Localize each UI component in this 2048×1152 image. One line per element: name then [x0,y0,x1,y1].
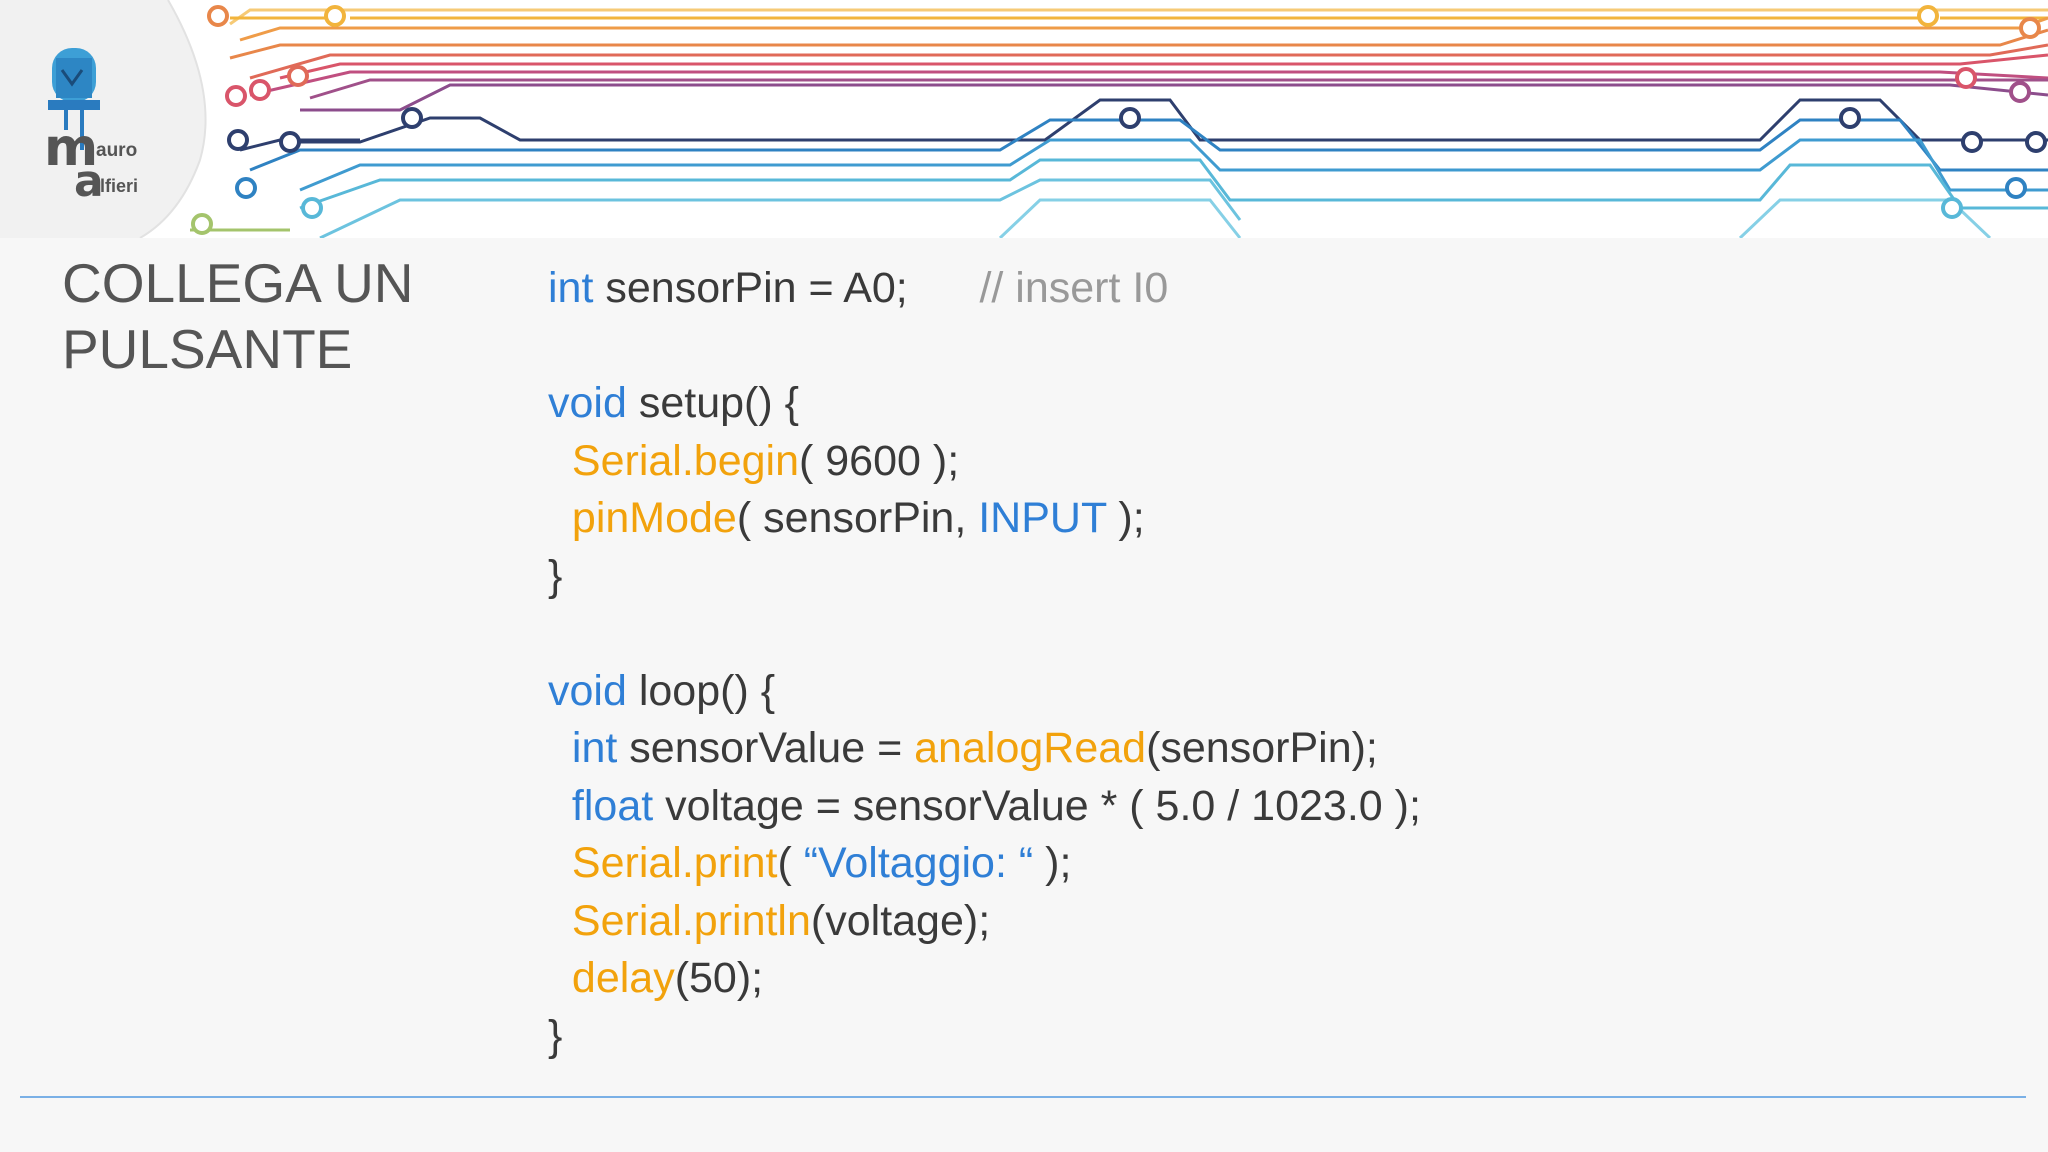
logo-disc [0,0,207,238]
code-line: pinMode( sensorPin, INPUT ); [548,490,1421,548]
code-line: int sensorPin = A0; // insert I0 [548,260,1421,318]
code-token: ( 9600 ); [799,436,960,485]
code-token [548,954,572,1002]
code-token [548,437,572,485]
code-token: ); [1033,839,1072,887]
code-line: int sensorValue = analogRead(sensorPin); [548,720,1421,778]
code-token: int [571,724,618,772]
code-token: sensorValue = [617,724,915,772]
circuit-banner [0,0,2048,238]
code-token [548,724,572,772]
logo-text-lfieri: lfieri [100,176,139,196]
code-token: float [571,781,654,830]
logo-letter-a: a [74,156,104,207]
code-line: void setup() { [548,375,1421,433]
logo: m auro a lfieri [0,0,220,238]
code-token: void [548,379,627,427]
code-token: “Voltaggio: “ [803,839,1034,887]
code-line: } [548,1008,1421,1066]
code-token: loop() { [626,666,776,715]
code-token: sensorPin = A0; [593,264,980,312]
code-token [548,782,572,830]
code-token [548,839,572,887]
code-token: delay [571,954,675,1002]
slide-title: COLLEGA UN PULSANTE [62,252,414,380]
divider [20,1096,2026,1098]
code-token: int [548,264,594,312]
code-line: void loop() { [548,663,1421,721]
logo-letter-m: m [44,118,98,178]
code-line: delay(50); [548,950,1421,1008]
code-token [548,897,572,945]
code-line [548,318,1421,376]
code-token: INPUT [978,494,1107,542]
led-icon [48,48,100,150]
code-token: ); [1106,494,1145,542]
code-token: (50); [674,954,764,1002]
code-token: ( sensorPin, [736,494,979,542]
code-token: (voltage); [810,896,991,945]
code-token: void [548,666,627,715]
code-token: setup() { [626,379,799,427]
code-token: ( [777,839,804,887]
code-line: float voltage = sensorValue * ( 5.0 / 10… [548,778,1421,836]
code-token: voltage = sensorValue * ( 5.0 / 1023.0 )… [653,781,1421,830]
code-token [548,494,572,542]
code-token: Serial.println [571,896,811,945]
code-line [548,605,1421,663]
code-token: } [548,1011,563,1060]
code-line: Serial.begin( 9600 ); [548,433,1421,491]
code-line: Serial.print( “Voltaggio: “ ); [548,835,1421,893]
code-token: } [548,551,563,600]
code-token: analogRead [914,724,1147,772]
code-block: int sensorPin = A0; // insert I0 void set… [548,260,1421,1065]
code-line: } [548,548,1421,606]
logo-text-auro: auro [96,140,138,161]
code-token: Serial.print [571,839,778,887]
code-token: Serial.begin [571,436,799,485]
code-line: Serial.println(voltage); [548,893,1421,951]
code-token: pinMode [571,494,737,542]
code-token: // insert I0 [979,264,1169,312]
code-token: (sensorPin); [1146,724,1378,772]
